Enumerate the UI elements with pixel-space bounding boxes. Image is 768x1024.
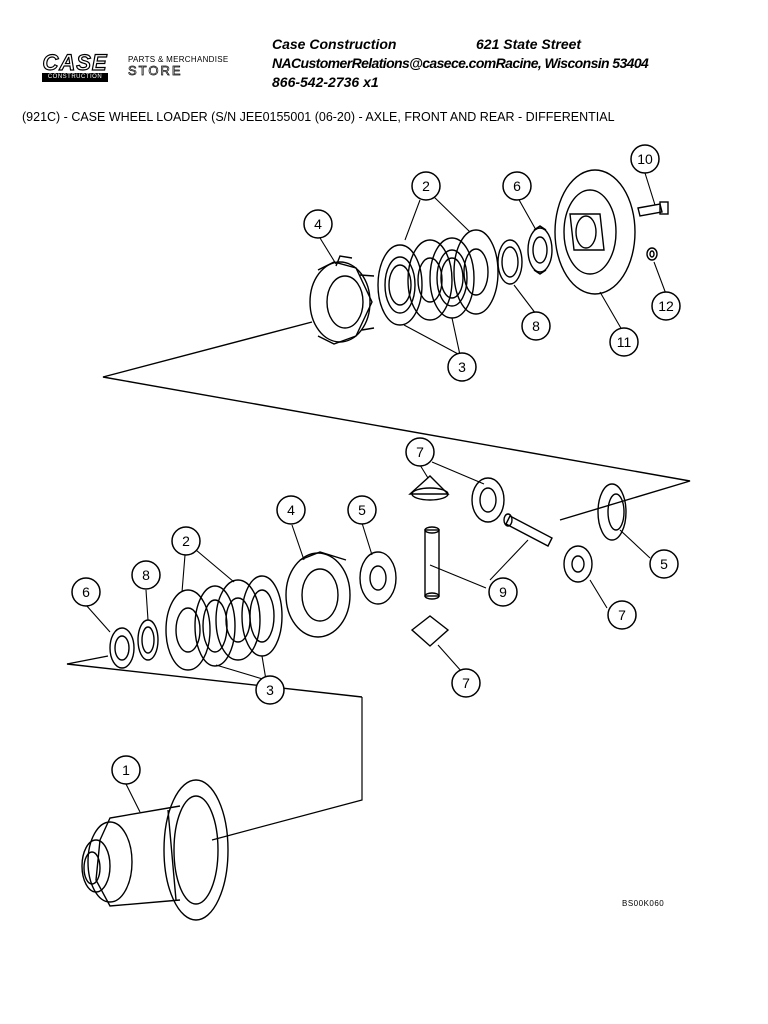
callout-6-lower: 6 (82, 584, 90, 600)
part-7-pinion-gear-a (408, 475, 450, 501)
part-8-lower-washer (137, 619, 159, 661)
callout-8-upper: 8 (532, 318, 540, 334)
part-10-bolt (637, 201, 669, 217)
callout-2-lower: 2 (182, 533, 190, 549)
part-11-flange-housing (554, 169, 636, 295)
part-7-pinion-gear-c (563, 545, 593, 583)
phone-number: 866-542-2736 x1 (272, 74, 379, 90)
callout-4-lower: 4 (287, 502, 295, 518)
part-7-pinion-gear-b (471, 477, 505, 523)
callout-3-upper: 3 (458, 359, 466, 375)
part-12-nut (646, 247, 658, 261)
part-6-lower-washer (109, 627, 135, 669)
page-title: (921C) - CASE WHEEL LOADER (S/N JEE01550… (22, 110, 615, 124)
part-8-upper-washer (497, 239, 523, 285)
email-city: NACustomerRelations@casece.comRacine, Wi… (272, 55, 649, 71)
part-3-lower-discs (194, 575, 283, 667)
store-logo: PARTS & MERCHANDISE STORE (128, 55, 248, 78)
company-name: Case Construction (272, 36, 397, 52)
callout-12: 12 (658, 298, 674, 314)
drawing-code: BS00K060 (622, 899, 665, 908)
part-4-lower-ring (285, 551, 351, 638)
part-5-side-gear-left (359, 551, 397, 605)
part-9-cross-shaft (503, 513, 553, 547)
callout-1: 1 (122, 762, 130, 778)
axis-line-bottom (211, 697, 363, 841)
store-logo-main: STORE (128, 63, 183, 78)
store-logo-top: PARTS & MERCHANDISE (128, 55, 229, 64)
page-header: CASE CONSTRUCTION PARTS & MERCHANDISE ST… (0, 0, 768, 100)
axis-line-lower (66, 655, 363, 698)
part-5-side-gear-right (597, 483, 627, 541)
case-logo-word: CASE (42, 50, 108, 75)
callout-8-lower: 8 (142, 567, 150, 583)
case-logo: CASE CONSTRUCTION (38, 50, 112, 82)
part-7-pinion-gear-d (410, 615, 450, 647)
exploded-parts-diagram: 10 2 6 4 3 8 11 12 7 4 5 2 6 8 9 5 7 7 3… (66, 144, 691, 921)
part-1-differential-case (81, 779, 229, 921)
street-address: 621 State Street (476, 36, 582, 52)
part-6-upper-washer (527, 225, 553, 275)
callout-7-bottom: 7 (462, 675, 470, 691)
callout-6-upper: 6 (513, 178, 521, 194)
callout-2-upper: 2 (422, 178, 430, 194)
callout-3-lower: 3 (266, 682, 274, 698)
callout-9: 9 (499, 584, 507, 600)
part-2-upper-plates (407, 229, 499, 321)
callout-5-right: 5 (660, 556, 668, 572)
part-3-upper-discs (377, 237, 475, 326)
callout-7-top: 7 (416, 444, 424, 460)
axis-line-upper (102, 321, 691, 521)
callout-10: 10 (637, 151, 653, 167)
part-4-upper-ring (309, 255, 375, 345)
callout-7-right: 7 (618, 607, 626, 623)
part-2-lower-plates (165, 579, 261, 671)
part-9-vertical-shaft (424, 526, 440, 600)
callout-11: 11 (617, 334, 632, 350)
callout-4-upper: 4 (314, 216, 322, 232)
case-logo-sub: CONSTRUCTION (42, 73, 108, 82)
callout-5-left: 5 (358, 502, 366, 518)
